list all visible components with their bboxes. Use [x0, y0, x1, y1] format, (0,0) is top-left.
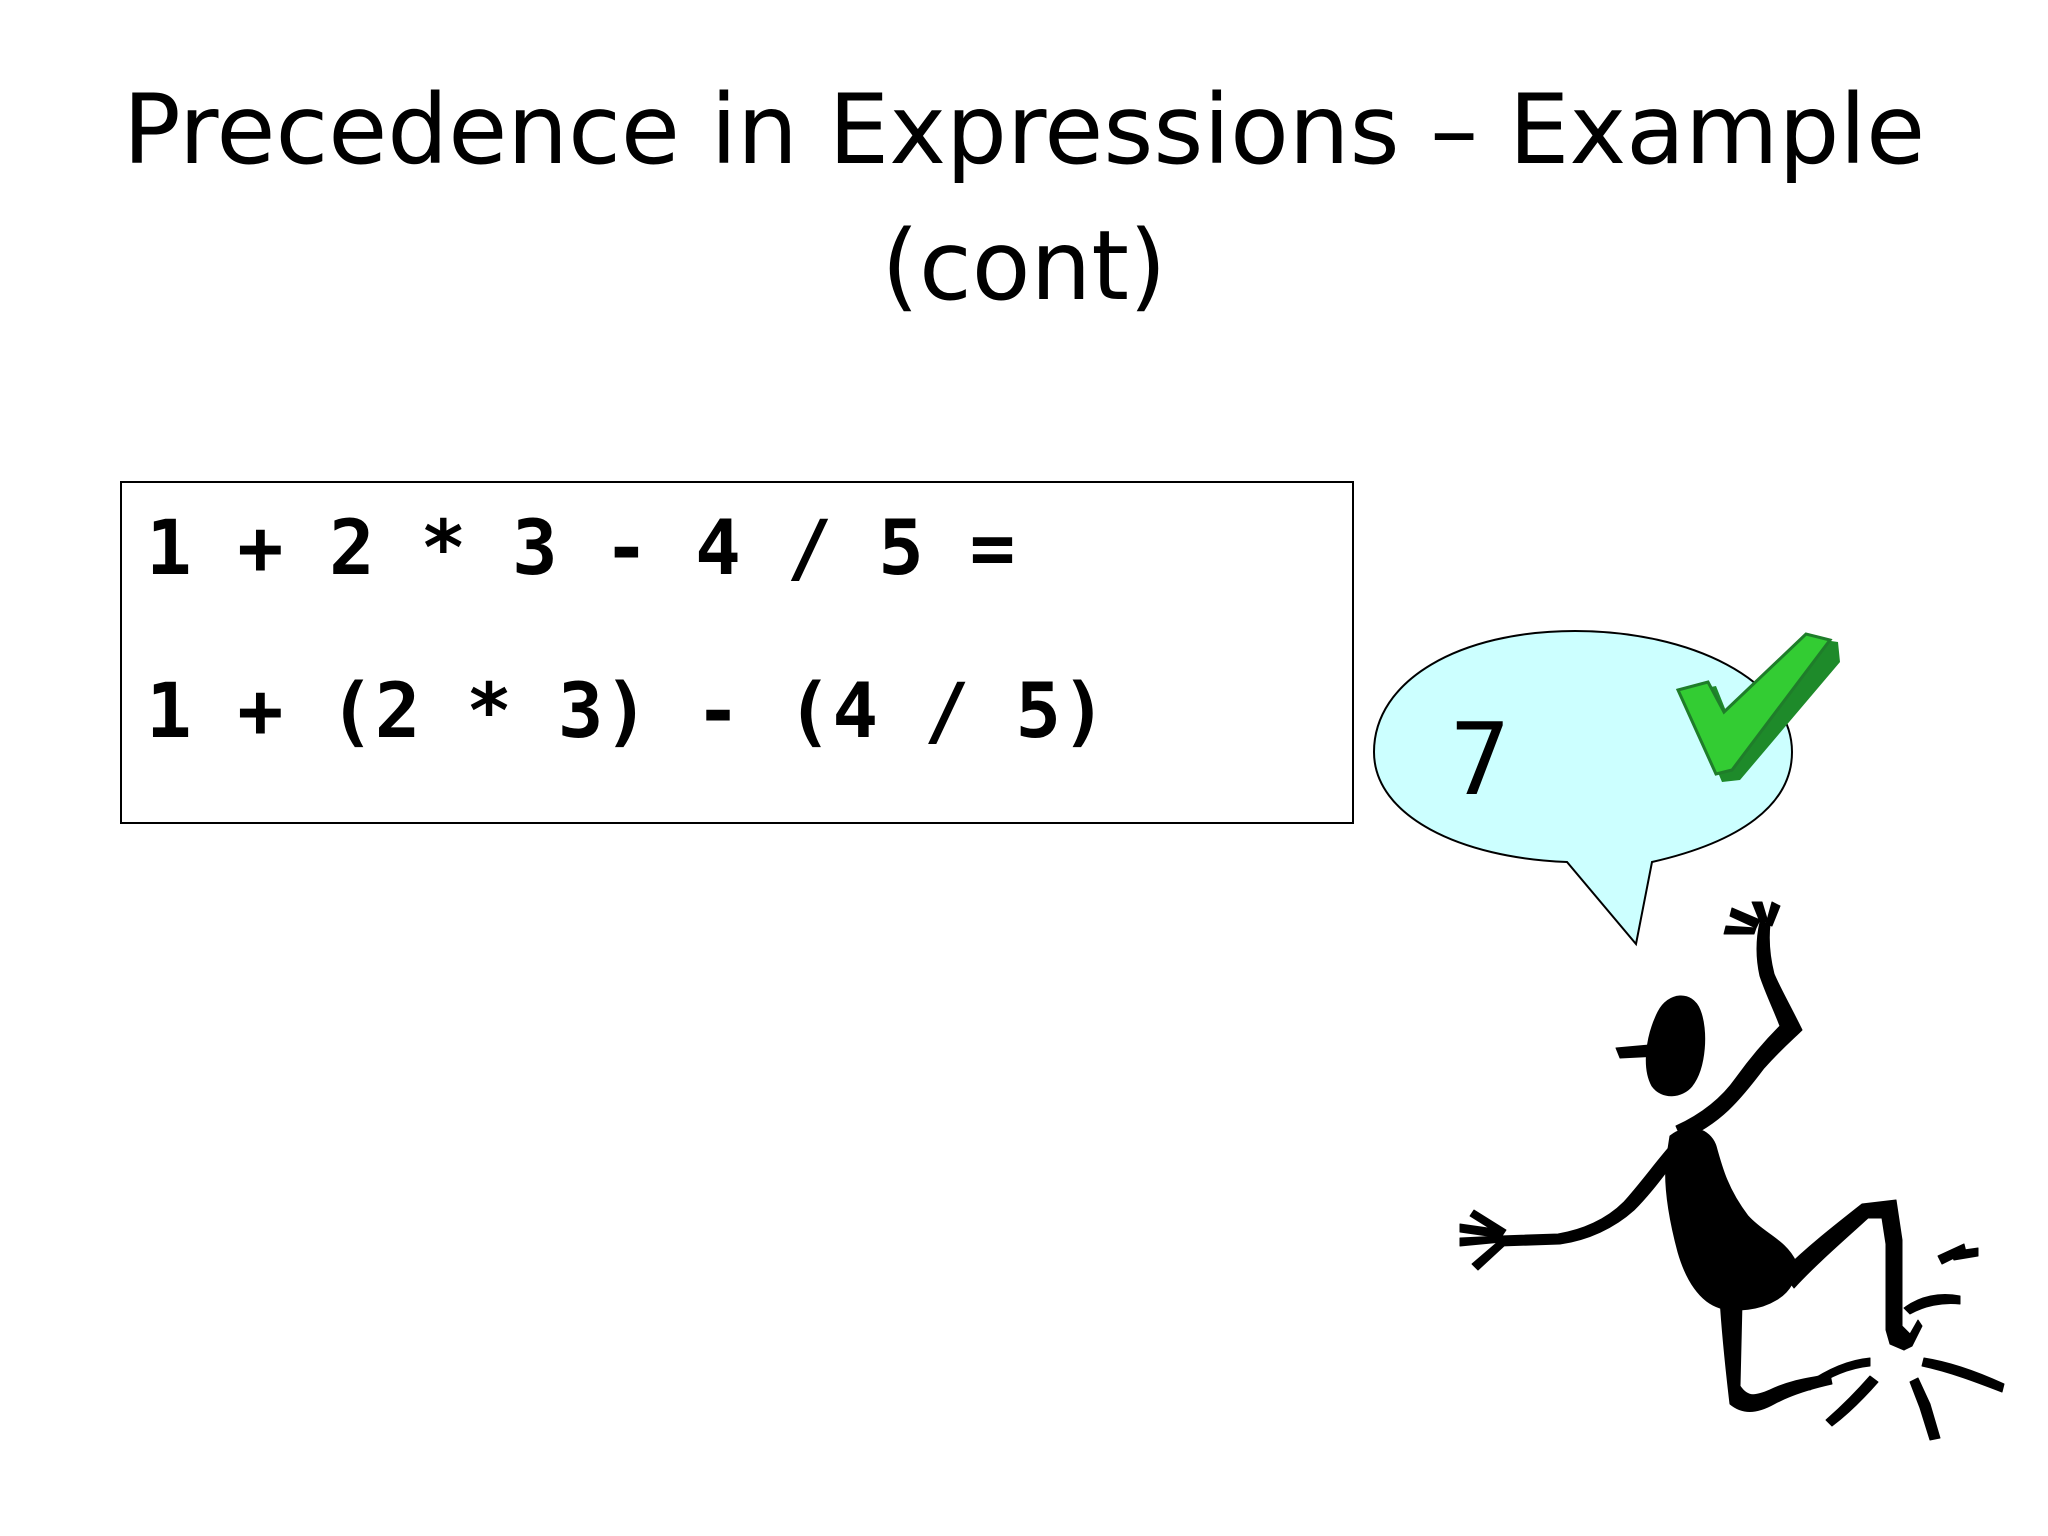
answer-text: 7: [1450, 701, 1511, 818]
slide-title: Precedence in Expressions – Example (con…: [100, 62, 1948, 334]
expression-box: 1 + 2 * 3 - 4 / 5 = 1 + (2 * 3) - (4 / 5…: [120, 481, 1354, 824]
checkmark-icon: [1675, 632, 1840, 782]
title-line-1: Precedence in Expressions – Example: [122, 74, 1926, 186]
expression-original: 1 + 2 * 3 - 4 / 5 =: [146, 503, 1016, 592]
expression-grouped: 1 + (2 * 3) - (4 / 5): [146, 666, 1107, 755]
falling-person-icon: [1459, 901, 2005, 1441]
title-line-2: (cont): [881, 210, 1167, 322]
